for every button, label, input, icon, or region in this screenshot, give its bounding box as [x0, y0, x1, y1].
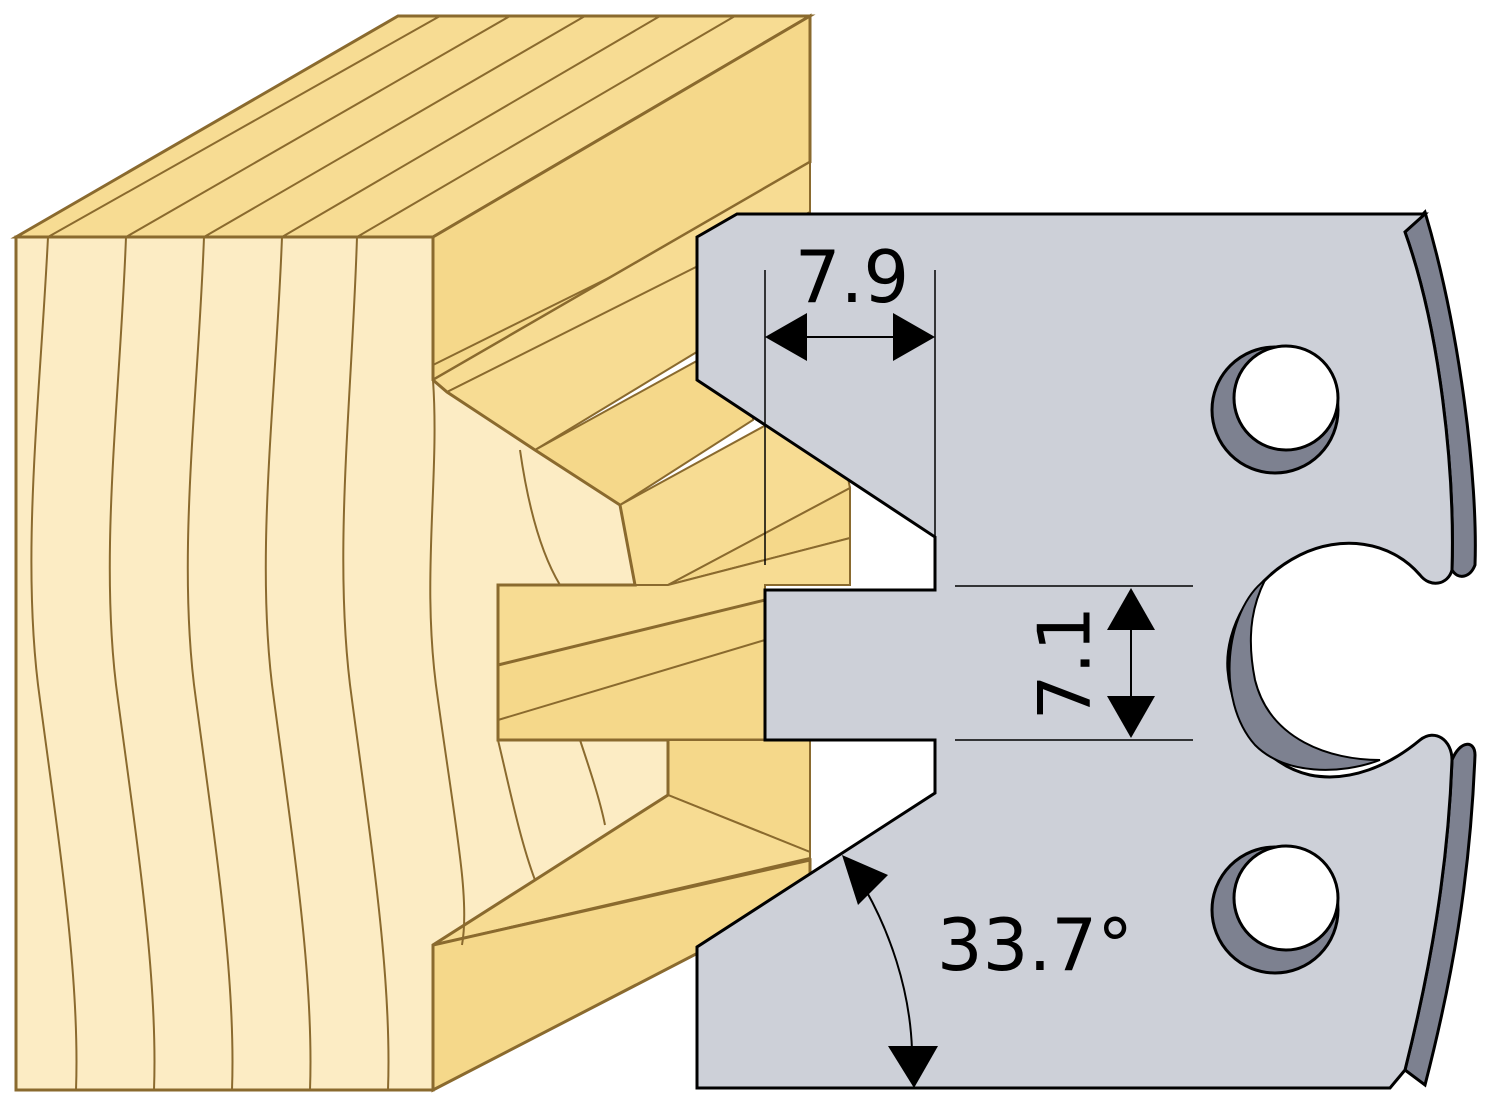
dimension-bevel-angle: 33.7°	[842, 855, 1133, 1088]
tongue-height-label: 7.1	[1023, 606, 1107, 721]
arrow-angle-top	[842, 855, 888, 905]
wood-workpiece	[10, 13, 852, 1093]
blade-hole-top	[1210, 344, 1340, 475]
dimension-tongue-height: 7.1	[955, 585, 1193, 741]
arrow-right	[893, 313, 935, 361]
profile-blade	[695, 209, 1477, 1090]
dimension-groove-width: 7.9	[764, 235, 936, 565]
wood-top-grain	[47, 15, 736, 238]
arrow-down	[1107, 696, 1155, 738]
arrow-left	[765, 313, 807, 361]
blade-notch-shade	[1228, 579, 1381, 771]
bevel-angle-label: 33.7°	[937, 903, 1133, 987]
arrow-up	[1107, 588, 1155, 630]
arrow-angle-bottom	[888, 1046, 938, 1088]
blade-hole-bottom	[1210, 844, 1340, 975]
wood-front-grain	[30, 236, 606, 1091]
wood-front-face	[14, 235, 670, 1092]
groove-width-label: 7.9	[795, 235, 910, 319]
